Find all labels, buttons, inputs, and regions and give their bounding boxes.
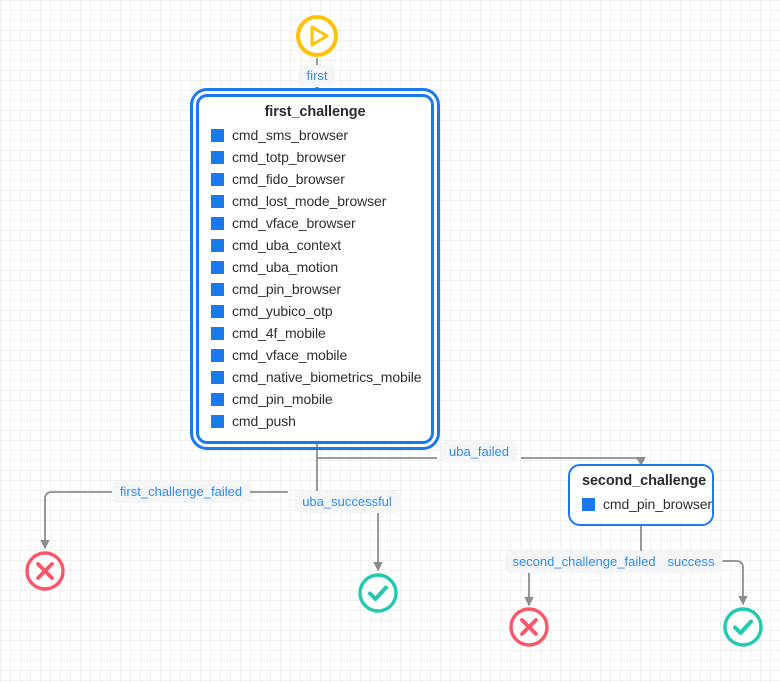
bullet-square-icon bbox=[211, 260, 224, 274]
list-item-label: cmd_uba_context bbox=[232, 237, 342, 253]
edge-label-uba-successful[interactable]: uba_successful bbox=[294, 491, 400, 513]
list-item-label: cmd_pin_browser bbox=[603, 496, 712, 512]
list-item-label: cmd_vface_mobile bbox=[232, 347, 348, 363]
list-item[interactable]: cmd_native_biometrics_mobile bbox=[211, 366, 422, 388]
edge-success bbox=[722, 560, 748, 606]
list-item-label: cmd_pin_browser bbox=[232, 281, 341, 297]
list-item[interactable]: cmd_pin_mobile bbox=[211, 388, 419, 410]
x-circle-icon bbox=[509, 607, 549, 647]
list-item-label: cmd_lost_mode_browser bbox=[232, 193, 387, 209]
bullet-square-icon bbox=[582, 497, 595, 511]
terminal-success-mid[interactable] bbox=[357, 572, 399, 614]
list-item-label: cmd_vface_browser bbox=[232, 215, 356, 231]
bullet-square-icon bbox=[211, 304, 224, 318]
list-item[interactable]: cmd_4f_mobile bbox=[211, 322, 419, 344]
start-node[interactable] bbox=[295, 14, 339, 58]
bullet-square-icon bbox=[211, 150, 224, 164]
list-item[interactable]: cmd_sms_browser bbox=[211, 124, 419, 146]
play-circle-icon bbox=[296, 15, 338, 57]
list-item[interactable]: cmd_uba_motion bbox=[211, 256, 419, 278]
edge-label-first-challenge-failed[interactable]: first_challenge_failed bbox=[111, 481, 251, 503]
node-item-list: cmd_sms_browser cmd_totp_browser cmd_fid… bbox=[211, 124, 422, 432]
list-item[interactable]: cmd_fido_browser bbox=[211, 168, 419, 190]
list-item-label: cmd_fido_browser bbox=[232, 171, 345, 187]
list-item-label: cmd_4f_mobile bbox=[232, 325, 326, 341]
list-item-label: cmd_native_biometrics_mobile bbox=[232, 369, 422, 385]
list-item-label: cmd_pin_mobile bbox=[232, 391, 333, 407]
bullet-square-icon bbox=[211, 216, 224, 230]
bullet-square-icon bbox=[211, 194, 224, 208]
node-item-list: cmd_pin_browser bbox=[582, 493, 712, 515]
bullet-square-icon bbox=[211, 172, 224, 186]
list-item[interactable]: cmd_push bbox=[211, 410, 419, 432]
edge-label-first[interactable]: first bbox=[298, 65, 336, 87]
list-item[interactable]: cmd_totp_browser bbox=[211, 146, 419, 168]
list-item[interactable]: cmd_uba_context bbox=[211, 234, 419, 256]
bullet-square-icon bbox=[211, 414, 224, 428]
list-item[interactable]: cmd_vface_mobile bbox=[211, 344, 419, 366]
terminal-failure-right[interactable] bbox=[508, 606, 550, 648]
node-first-challenge[interactable]: first_challenge cmd_sms_browser cmd_totp… bbox=[190, 88, 440, 450]
list-item[interactable]: cmd_vface_browser bbox=[211, 212, 419, 234]
bullet-square-icon bbox=[211, 370, 224, 384]
list-item-label: cmd_yubico_otp bbox=[232, 303, 333, 319]
list-item[interactable]: cmd_pin_browser bbox=[211, 278, 419, 300]
list-item-label: cmd_push bbox=[232, 413, 296, 429]
node-second-challenge[interactable]: second_challenge cmd_pin_browser bbox=[568, 464, 714, 526]
edge-first-challenge-failed bbox=[40, 491, 288, 550]
bullet-square-icon bbox=[211, 238, 224, 252]
list-item-label: cmd_totp_browser bbox=[232, 149, 346, 165]
bullet-square-icon bbox=[211, 128, 224, 142]
terminal-failure-left[interactable] bbox=[24, 550, 66, 592]
list-item[interactable]: cmd_pin_browser bbox=[582, 493, 712, 515]
edge-label-uba-failed[interactable]: uba_failed bbox=[441, 441, 517, 463]
bullet-square-icon bbox=[211, 348, 224, 362]
node-title: second_challenge bbox=[582, 473, 707, 489]
check-circle-icon bbox=[723, 607, 763, 647]
terminal-success-right[interactable] bbox=[722, 606, 764, 648]
list-item-label: cmd_sms_browser bbox=[232, 127, 348, 143]
list-item[interactable]: cmd_lost_mode_browser bbox=[211, 190, 419, 212]
node-title: first_challenge bbox=[264, 104, 366, 120]
edge-label-success[interactable]: success bbox=[659, 551, 723, 573]
edge-label-second-challenge-failed[interactable]: second_challenge_failed bbox=[504, 551, 664, 573]
x-circle-icon bbox=[25, 551, 65, 591]
bullet-square-icon bbox=[211, 392, 224, 406]
check-circle-icon bbox=[358, 573, 398, 613]
bullet-square-icon bbox=[211, 282, 224, 296]
list-item[interactable]: cmd_yubico_otp bbox=[211, 300, 419, 322]
list-item-label: cmd_uba_motion bbox=[232, 259, 338, 275]
bullet-square-icon bbox=[211, 326, 224, 340]
